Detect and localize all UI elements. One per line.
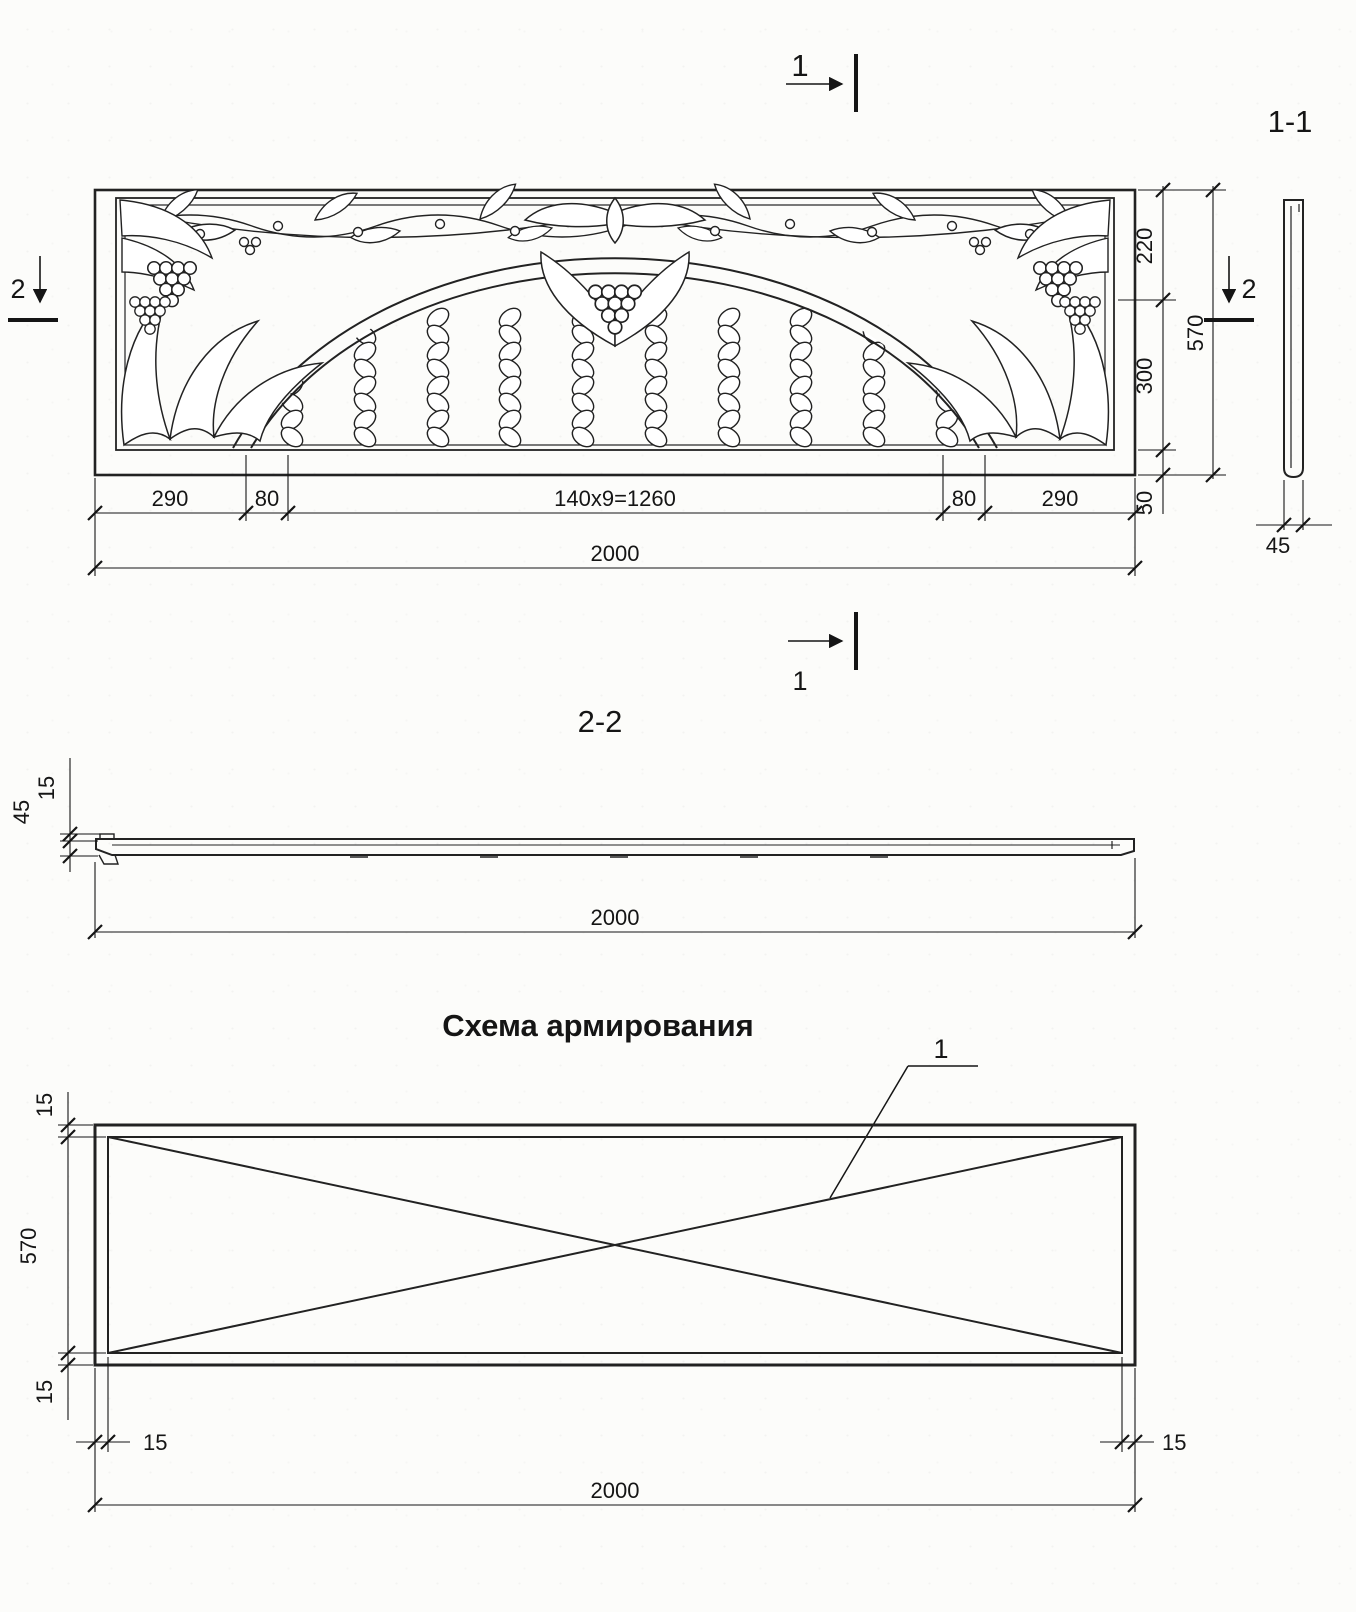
center-ornament — [523, 196, 707, 348]
dim-15-br: 15 — [1162, 1430, 1186, 1455]
dim-300: 300 — [1132, 358, 1157, 395]
section-1-bottom-label: 1 — [792, 666, 807, 696]
dim-2000-elevation: 2000 — [591, 541, 640, 566]
dim-290-right: 290 — [1042, 486, 1079, 511]
dim-15-s22: 15 — [34, 776, 59, 800]
view-1-1-title: 1-1 — [1268, 104, 1313, 139]
dim-15-top-reinf: 15 — [32, 1093, 57, 1117]
dim-80-right: 80 — [952, 486, 976, 511]
section-2-right-label: 2 — [1241, 274, 1256, 304]
section-1-top-label: 1 — [791, 48, 808, 83]
dim-2000-reinf: 2000 — [591, 1478, 640, 1503]
reinforcement-leader — [829, 1065, 978, 1199]
dim-570-elevation: 570 — [1183, 315, 1208, 352]
reinforcement-dims — [58, 1092, 1154, 1514]
section-view-2-2 — [95, 833, 1135, 865]
profile-view-1-1 — [1283, 199, 1304, 479]
leader-label-1: 1 — [933, 1034, 948, 1064]
dim-15-bl: 15 — [143, 1430, 167, 1455]
dim-50: 50 — [1132, 491, 1157, 515]
section-marker-2-right — [1204, 256, 1254, 322]
section-marker-2-left — [8, 256, 58, 322]
elevation-dimensions — [86, 181, 1226, 577]
dim-570-reinf: 570 — [16, 1228, 41, 1265]
elevation-view — [93, 182, 1137, 477]
dim-220: 220 — [1132, 228, 1157, 265]
section-2-left-label: 2 — [10, 274, 25, 304]
dim-2000-s22: 2000 — [591, 905, 640, 930]
profile-45-dim — [1256, 480, 1332, 534]
dim-140x9: 140x9=1260 — [554, 486, 676, 511]
section-marker-1-bottom — [788, 612, 858, 670]
ornament-arch — [232, 257, 998, 449]
elevation-dim-labels: 290 80 140x9=1260 80 290 2000 220 300 57… — [152, 228, 1208, 566]
section-marker-1-top — [786, 54, 858, 112]
garland-left — [152, 182, 574, 256]
section-2-2-dims — [60, 758, 1144, 941]
dim-15-bottom-reinf: 15 — [32, 1380, 57, 1404]
reinforcement-view — [93, 1123, 1137, 1367]
dim-45-profile: 45 — [1266, 533, 1290, 558]
view-2-2-title: 2-2 — [578, 704, 623, 739]
corner-leaves-right — [905, 294, 1110, 447]
dim-80-left: 80 — [255, 486, 279, 511]
corner-leaves-left — [120, 294, 325, 447]
dim-290-left: 290 — [152, 486, 189, 511]
dim-45-s22: 45 — [9, 800, 34, 824]
reinforcement-title: Схема армирования — [442, 1008, 753, 1043]
